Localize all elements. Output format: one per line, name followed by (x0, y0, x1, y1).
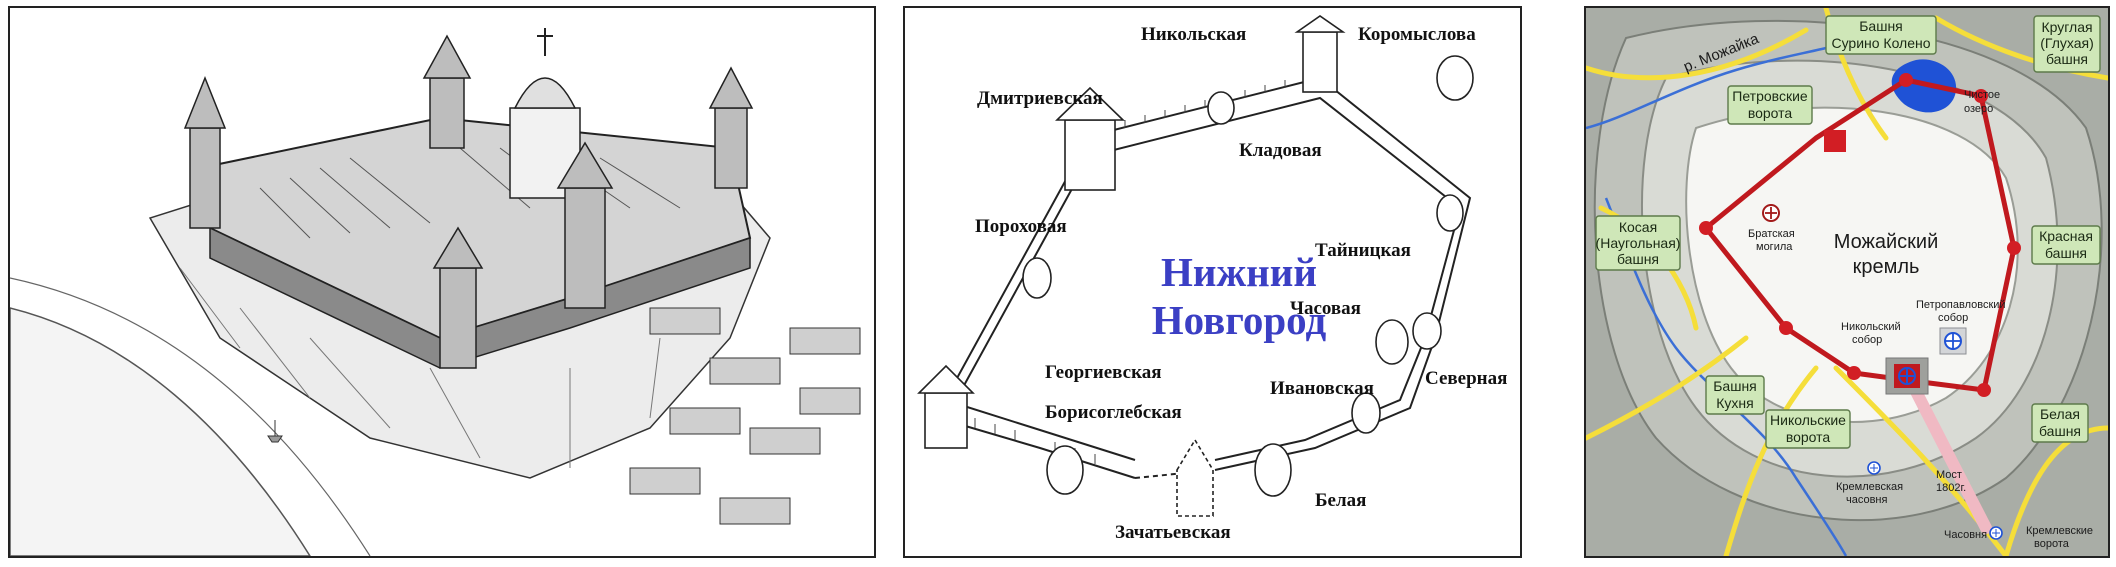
kremlin-wall-outline (1699, 73, 2021, 397)
box-kruglaya-bashnya: Круглая (Глухая) башня (2033, 15, 2101, 73)
nizhny-novgorod-diagram: Никольская Коромыслова Дмитриевская Клад… (917, 15, 1507, 543)
mozhaisk-map: Башня Сурино Колено Круглая (Глухая) баш… (1586, 8, 2108, 556)
city-title-line2: Новгород (1152, 297, 1327, 343)
label-porokhovaya: Пороховая (975, 216, 1067, 237)
svg-text:(Наугольная): (Наугольная) (1596, 235, 1681, 251)
tower-ivanovskaya-icon (1351, 392, 1381, 434)
svg-text:башня: башня (2045, 245, 2087, 261)
label-gate-2: ворота (2034, 538, 2070, 550)
svg-text:башня: башня (2046, 51, 2088, 67)
box-belaya-bashnya: Белая башня (2031, 403, 2089, 443)
label-chapel-2: часовня (1846, 494, 1888, 506)
svg-text:Круглая: Круглая (2041, 19, 2092, 35)
box-kosaya-bashnya: Косая (Наугольная) башня (1595, 215, 1681, 271)
svg-text:башня: башня (1617, 251, 1659, 267)
city-title-line1: Нижний (1161, 249, 1317, 295)
svg-text:Петровские: Петровские (1732, 88, 1808, 104)
label-peter-paul-1: Петропавловский (1916, 299, 2006, 311)
label-chapel-1: Кремлевская (1836, 481, 1903, 493)
fortress-sketch-panel (8, 6, 876, 558)
label-grave-1: Братская (1748, 228, 1795, 240)
label-peter-paul-2: собор (1938, 312, 1968, 324)
tower-dmitrievskaya-icon (1064, 119, 1116, 191)
svg-text:Башня: Башня (1859, 18, 1903, 34)
label-borisoglebskaya: Борисоглебская (1045, 402, 1182, 423)
mozhaisk-map-panel: Башня Сурино Колено Круглая (Глухая) баш… (1584, 6, 2110, 558)
svg-text:Никольские: Никольские (1770, 412, 1846, 428)
tower-nikolskaya-icon (1302, 31, 1338, 93)
kremlin-wall (944, 76, 1472, 479)
tower-porokhovaya-icon (1022, 257, 1052, 299)
tower-kladovaya-icon (1207, 91, 1235, 125)
label-chapel2: Часовня (1944, 529, 1987, 541)
box-bashnya-kukhnya: Башня Кухня (1705, 375, 1765, 415)
label-severnaya: Северная (1425, 368, 1507, 389)
tower-koromyslova-icon (1436, 55, 1474, 101)
tower-tainitskaya-icon (1436, 194, 1464, 232)
svg-text:Косая: Косая (1619, 219, 1657, 235)
box-surino-koleno: Башня Сурино Колено (1825, 15, 1937, 55)
label-gate-1: Кремлевские (2026, 525, 2093, 537)
label-grave-2: могила (1756, 241, 1793, 253)
label-bridge-2: 1802г. (1936, 482, 1966, 494)
label-tainitskaya: Тайницкая (1315, 240, 1411, 261)
label-georgievskaya: Георгиевская (1045, 362, 1162, 383)
label-koromyslova: Коромыслова (1358, 24, 1476, 45)
label-nikolsky-2: собор (1852, 334, 1882, 346)
svg-text:Кухня: Кухня (1716, 395, 1753, 411)
label-chasovaya: Часовая (1290, 298, 1361, 319)
nizhny-novgorod-diagram-panel: Никольская Коромыслова Дмитриевская Клад… (903, 6, 1522, 558)
label-lake-2: озеро (1964, 103, 1993, 115)
svg-text:Белая: Белая (2040, 406, 2080, 422)
svg-text:(Глухая): (Глухая) (2040, 35, 2094, 51)
label-belaya: Белая (1315, 490, 1366, 511)
label-nikolskaya: Никольская (1141, 24, 1246, 45)
label-lake-1: Чистое (1964, 89, 2000, 101)
label-kladovaya: Кладовая (1239, 140, 1322, 161)
svg-text:Башня: Башня (1713, 378, 1757, 394)
box-nikolskie-vorota: Никольские ворота (1765, 409, 1851, 449)
svg-text:Сурино Колено: Сурино Колено (1831, 35, 1930, 51)
tower-borisoglebskaya-icon (1046, 445, 1084, 495)
svg-text:ворота: ворота (1786, 429, 1831, 445)
label-kremlin-2: кремль (1853, 256, 1920, 278)
svg-text:башня: башня (2039, 423, 2081, 439)
box-petrovskie-vorota: Петровские ворота (1727, 85, 1813, 125)
label-nikolsky-1: Никольский (1841, 321, 1901, 333)
label-ivanovskaya: Ивановская (1270, 378, 1374, 399)
tower-severnaya-icon (1375, 319, 1409, 365)
svg-text:ворота: ворота (1748, 105, 1793, 121)
tower-zachatievskaya-icon (1176, 438, 1214, 517)
label-zachatievskaya: Зачатьевская (1115, 522, 1231, 543)
box-krasnaya-bashnya: Красная башня (2031, 225, 2101, 265)
tower-chasovaya-icon (1412, 312, 1442, 350)
tower-belaya-icon (1254, 443, 1292, 497)
svg-text:Красная: Красная (2039, 228, 2093, 244)
tower-georgievskaya-icon (924, 392, 968, 449)
label-bridge-1: Мост (1936, 469, 1962, 481)
label-dmitrievskaya: Дмитриевская (977, 88, 1103, 109)
label-kremlin-1: Можайский (1834, 231, 1939, 253)
fortress-sketch (10, 8, 874, 556)
